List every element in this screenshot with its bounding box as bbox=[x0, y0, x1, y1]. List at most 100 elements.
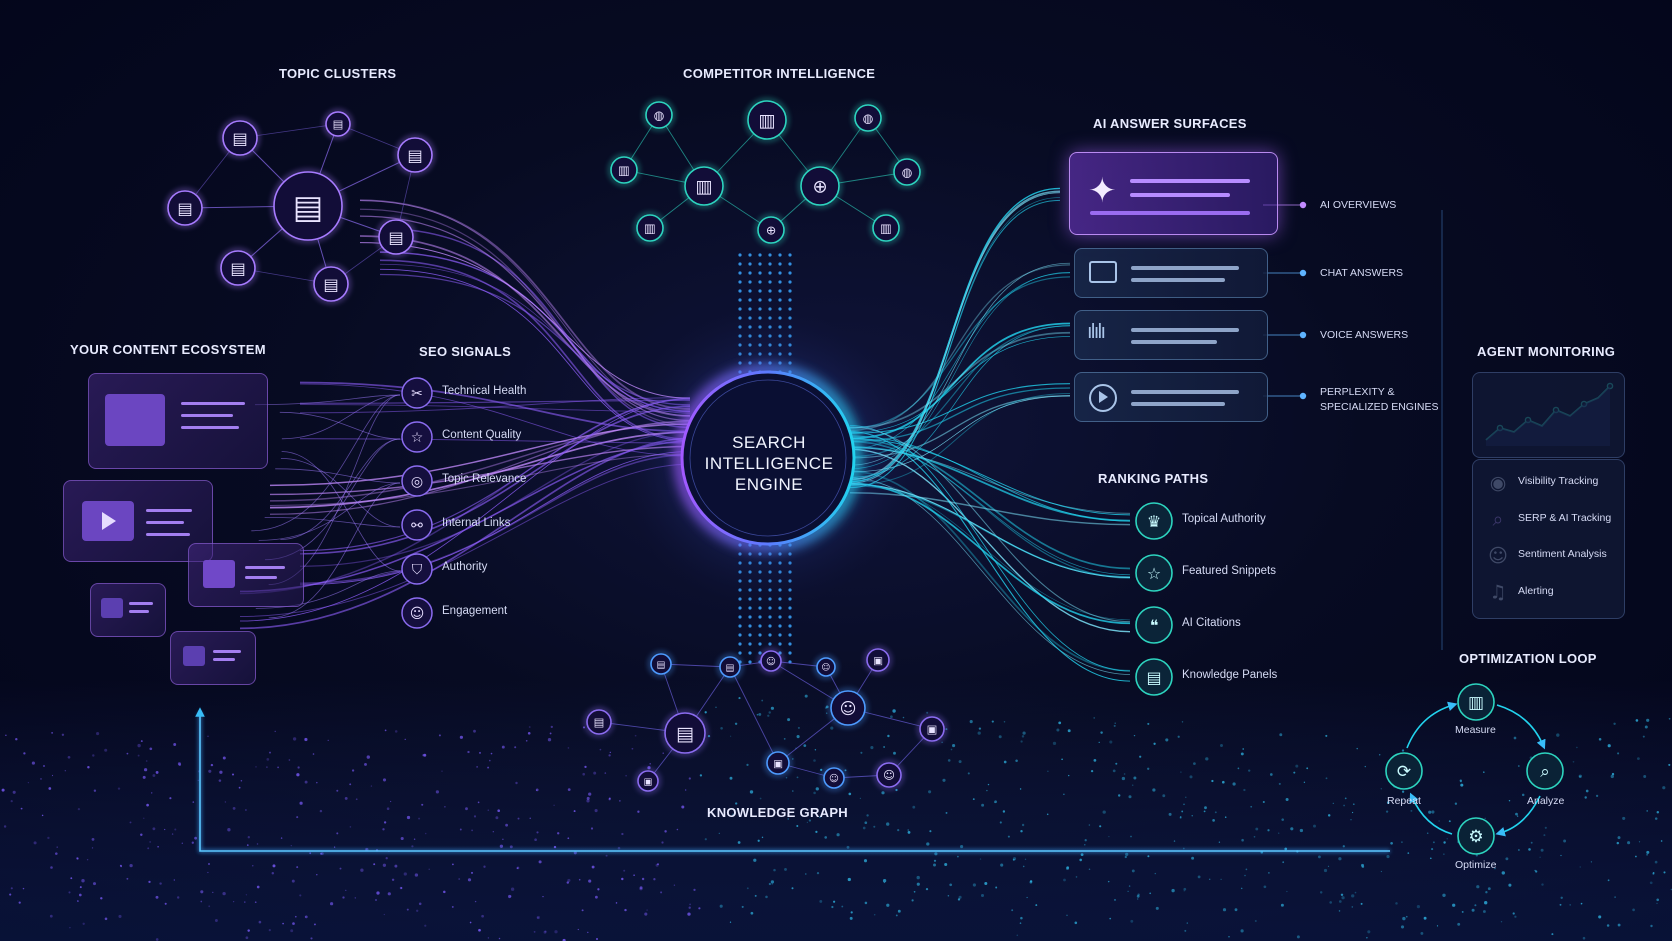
floor-particle bbox=[1020, 740, 1023, 743]
floor-particle bbox=[1338, 857, 1342, 861]
floor-particle bbox=[1405, 915, 1408, 918]
topic-clusters-network: ▤▤▤▤▤▤▤▤ bbox=[164, 108, 436, 305]
floor-particle bbox=[1139, 755, 1142, 758]
floor-particle bbox=[562, 938, 566, 941]
floor-particle bbox=[685, 789, 687, 791]
floor-particle bbox=[364, 762, 367, 766]
floor-particle bbox=[67, 755, 71, 759]
stream-dot bbox=[748, 271, 752, 275]
stream-dot bbox=[748, 262, 752, 266]
floor-particle bbox=[862, 826, 866, 830]
floor-particle bbox=[297, 766, 300, 769]
floor-particle bbox=[1000, 863, 1004, 867]
floor-particle bbox=[978, 727, 982, 730]
floor-particle bbox=[952, 744, 956, 748]
floor-particle bbox=[1607, 879, 1610, 882]
floor-particle bbox=[1019, 922, 1022, 924]
floor-particle bbox=[806, 821, 809, 824]
floor-particle bbox=[803, 744, 807, 747]
floor-particle bbox=[1474, 904, 1477, 907]
floor-particle bbox=[1460, 783, 1464, 787]
floor-particle bbox=[534, 838, 537, 842]
floor-particle bbox=[155, 770, 159, 774]
floor-particle bbox=[473, 729, 476, 733]
floor-particle bbox=[998, 735, 1002, 739]
floor-particle bbox=[1282, 861, 1285, 864]
title-knowledge-graph: KNOWLEDGE GRAPH bbox=[707, 805, 848, 820]
floor-particle bbox=[1518, 849, 1520, 851]
shield-icon bbox=[401, 553, 433, 585]
floor-particle bbox=[1088, 868, 1091, 870]
floor-particle bbox=[1183, 887, 1187, 891]
particle-floor bbox=[1, 694, 1672, 941]
floor-particle bbox=[1165, 738, 1169, 742]
floor-particle bbox=[254, 901, 257, 904]
floor-particle bbox=[553, 804, 555, 807]
floor-particle bbox=[421, 803, 424, 806]
floor-particle bbox=[544, 930, 547, 933]
panel-icon bbox=[1135, 658, 1173, 696]
floor-particle bbox=[1448, 820, 1451, 823]
floor-particle bbox=[1267, 829, 1270, 832]
floor-particle bbox=[1284, 847, 1288, 851]
floor-particle bbox=[759, 797, 762, 800]
stream-dot bbox=[788, 606, 792, 610]
floor-particle bbox=[149, 747, 153, 751]
floor-particle bbox=[1303, 781, 1306, 783]
floor-particle bbox=[1218, 841, 1221, 843]
floor-particle bbox=[510, 887, 515, 891]
floor-particle bbox=[729, 776, 733, 780]
floor-particle bbox=[232, 807, 236, 810]
floor-particle bbox=[1654, 860, 1658, 864]
sparkle-icon: ✦ bbox=[1088, 172, 1117, 210]
floor-particle bbox=[1278, 832, 1280, 834]
floor-particle bbox=[1461, 910, 1464, 913]
floor-particle bbox=[1395, 902, 1398, 905]
floor-particle bbox=[542, 895, 544, 898]
document-icon bbox=[397, 137, 433, 173]
floor-particle bbox=[1662, 786, 1666, 790]
floor-particle bbox=[149, 841, 151, 843]
floor-particle bbox=[1386, 855, 1390, 859]
floor-particle bbox=[787, 818, 789, 820]
floor-particle bbox=[536, 915, 540, 920]
stream-dot bbox=[738, 253, 742, 257]
surface-dot bbox=[1299, 269, 1307, 277]
floor-particle bbox=[1112, 769, 1116, 773]
floor-particle bbox=[1269, 773, 1273, 776]
floor-particle bbox=[1136, 894, 1140, 898]
floor-particle bbox=[1268, 872, 1270, 874]
floor-particle bbox=[459, 735, 463, 739]
floor-particle bbox=[423, 753, 427, 757]
floor-particle bbox=[1364, 765, 1366, 768]
floor-particle bbox=[1255, 827, 1259, 831]
floor-particle bbox=[327, 739, 329, 742]
floor-particle bbox=[1460, 865, 1463, 867]
chart-icon bbox=[747, 100, 787, 140]
floor-particle bbox=[1084, 839, 1087, 842]
floor-particle bbox=[1090, 769, 1094, 773]
floor-particle bbox=[994, 801, 996, 804]
content-connector bbox=[264, 517, 401, 528]
floor-particle bbox=[1024, 858, 1027, 860]
floor-particle bbox=[1183, 890, 1185, 892]
floor-particle bbox=[218, 779, 222, 782]
floor-particle bbox=[129, 821, 132, 824]
ai-label-perplexity-line2: SPECIALIZED ENGINES bbox=[1320, 401, 1439, 413]
ai-label-perplexity: PERPLEXITY & bbox=[1320, 386, 1395, 398]
floor-particle bbox=[662, 752, 664, 754]
graph-node-icon-glyph: ▤ bbox=[676, 723, 694, 745]
floor-particle bbox=[1352, 811, 1354, 814]
floor-particle bbox=[339, 867, 342, 870]
chat-icon bbox=[1089, 261, 1117, 283]
floor-particle bbox=[178, 763, 182, 766]
stream-dot bbox=[778, 615, 782, 619]
floor-particle bbox=[208, 769, 212, 773]
floor-particle bbox=[958, 760, 962, 764]
floor-particle bbox=[634, 734, 637, 737]
floor-particle bbox=[197, 779, 199, 782]
floor-particle bbox=[418, 817, 421, 820]
floor-particle bbox=[624, 908, 627, 912]
chart-icon bbox=[645, 101, 673, 129]
engine-ring-glow bbox=[675, 365, 861, 551]
